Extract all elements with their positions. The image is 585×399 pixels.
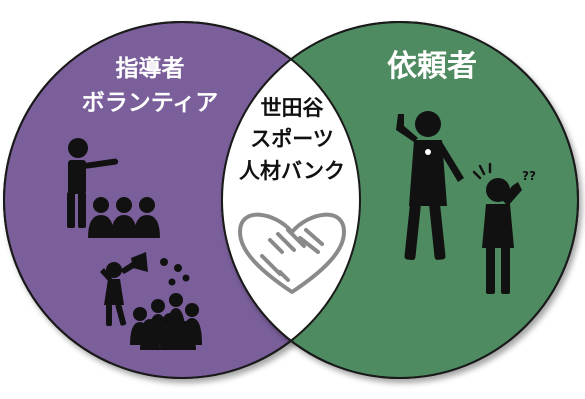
left-circle-outline xyxy=(3,21,361,379)
left-label-line1: 指導者 xyxy=(116,55,185,82)
left-label-line2: ボランティア xyxy=(82,90,219,116)
intersection-area xyxy=(222,22,360,378)
center-label-line1: 世田谷 xyxy=(261,96,325,120)
right-label: 依頼者 xyxy=(387,49,477,84)
center-label-line3: 人材バンク xyxy=(239,159,345,183)
handshake-heart-icon xyxy=(238,212,346,294)
right-circle-outline xyxy=(221,21,579,379)
confused-people-icon: ?? xyxy=(396,111,536,294)
confused-mark: ?? xyxy=(522,169,536,183)
instructor-teaching-group-icon xyxy=(67,138,160,238)
cheerleader-crowd-icon xyxy=(100,252,202,350)
center-label-line2: スポーツ xyxy=(250,127,334,151)
